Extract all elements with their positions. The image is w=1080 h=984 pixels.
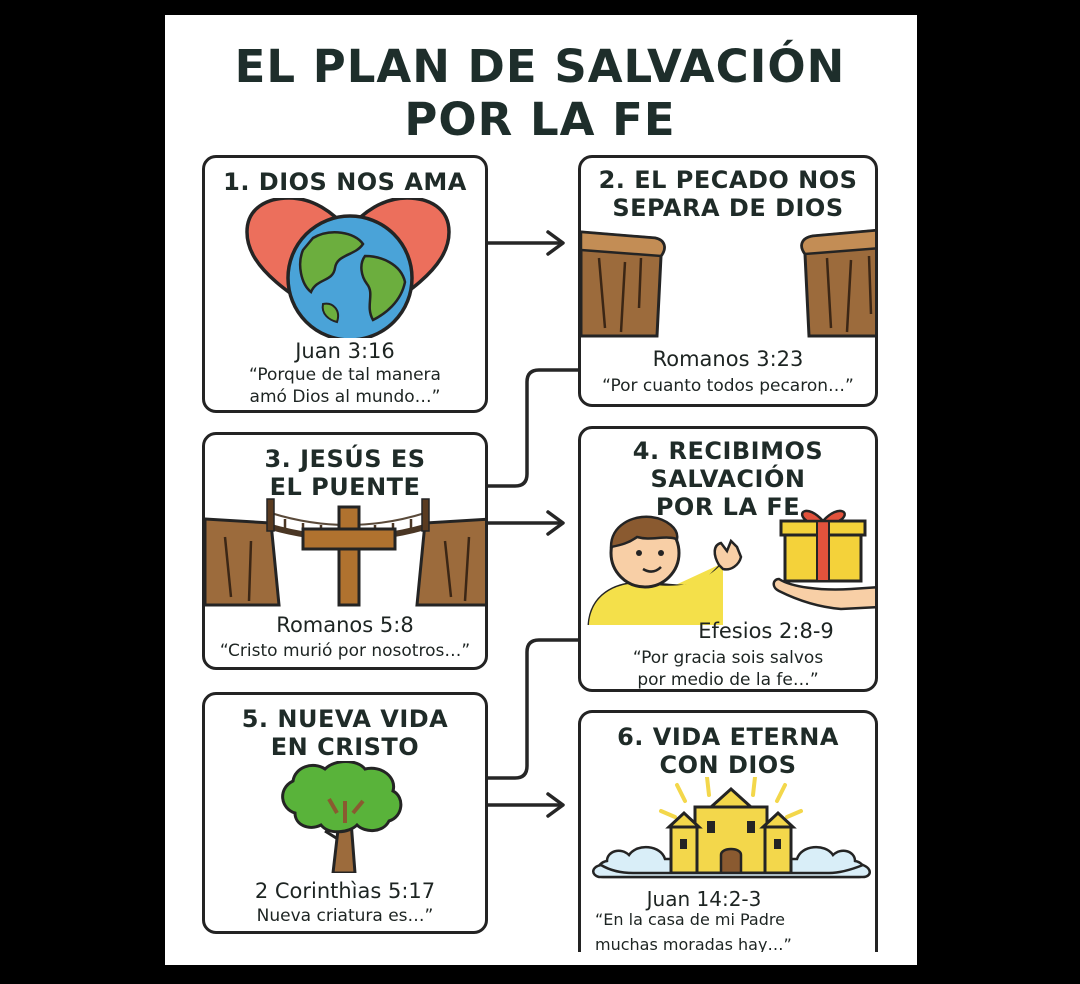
arrowhead-5-to-6 (546, 792, 565, 818)
page-title: EL PLAN DE SALVACIÓN POR LA FE (0, 40, 1080, 146)
card-heading: 3. JESÚS ES EL PUENTE (264, 445, 426, 501)
scripture-quote: “En la casa de mi Padre muchas moradas h… (595, 910, 792, 952)
scripture-reference: Romanos 5:8 (276, 613, 414, 637)
step-card-6: 6. VIDA ETERNA CON DIOS Juan 14:2-3 “En … (578, 710, 878, 952)
arrowhead-3-to-4 (546, 510, 565, 536)
scripture-reference: Juan 14:2-3 (646, 887, 762, 911)
card-heading: 5. NUEVA VIDA EN CRISTO (241, 705, 449, 761)
scripture-quote: “Por cuanto todos pecaron…” (602, 376, 854, 396)
heart-globe-icon (245, 198, 451, 338)
step-card-4: 4. RECIBIMOS SALVACIÓN POR LA FE Efesios… (578, 426, 878, 692)
scripture-quote: “Cristo murió por nosotros…” (219, 641, 471, 661)
step-card-2: 2. EL PECADO NOS SEPARA DE DIOS Romanos … (578, 155, 878, 407)
castle-icon (592, 777, 871, 879)
scripture-reference: Juan 3:16 (295, 339, 395, 363)
title-line: POR LA FE (404, 93, 676, 146)
card-heading: 4. RECIBIMOS SALVACIÓN POR LA FE (632, 437, 824, 521)
scripture-reference: 2 Corinthìas 5:17 (254, 879, 436, 903)
gift-boy-icon (587, 509, 875, 625)
scripture-quote: “Porque de tal manera amó Dios al mundo…… (249, 365, 441, 407)
scripture-quote: “Por gracia sois salvos por medio de la … (632, 648, 824, 690)
arrowhead-1-to-2 (546, 230, 565, 256)
cliff-gap-icon (581, 229, 875, 338)
cross-bridge-icon (205, 498, 485, 607)
title-line: EL PLAN DE SALVACIÓN (234, 40, 846, 93)
card-heading: 1. DIOS NOS AMA (223, 168, 467, 196)
step-card-3: 3. JESÚS ES EL PUENTE Romanos 5:8 “Crist… (202, 432, 488, 670)
scripture-reference: Romanos 3:23 (652, 347, 804, 371)
step-card-1: 1. DIOS NOS AMA Juan 3:16 “Porque de tal… (202, 155, 488, 413)
step-card-5: 5. NUEVA VIDA EN CRISTO 2 Corinthìas 5:1… (202, 692, 488, 934)
card-heading: 6. VIDA ETERNA CON DIOS (617, 723, 839, 779)
card-heading: 2. EL PECADO NOS SEPARA DE DIOS (598, 166, 858, 222)
connector-4-to-5 (486, 638, 580, 780)
connector-2-to-3 (486, 368, 580, 488)
scripture-reference: Efesios 2:8-9 (698, 619, 834, 643)
scripture-quote: Nueva criatura es…” (256, 906, 434, 926)
tree-icon (281, 761, 403, 873)
